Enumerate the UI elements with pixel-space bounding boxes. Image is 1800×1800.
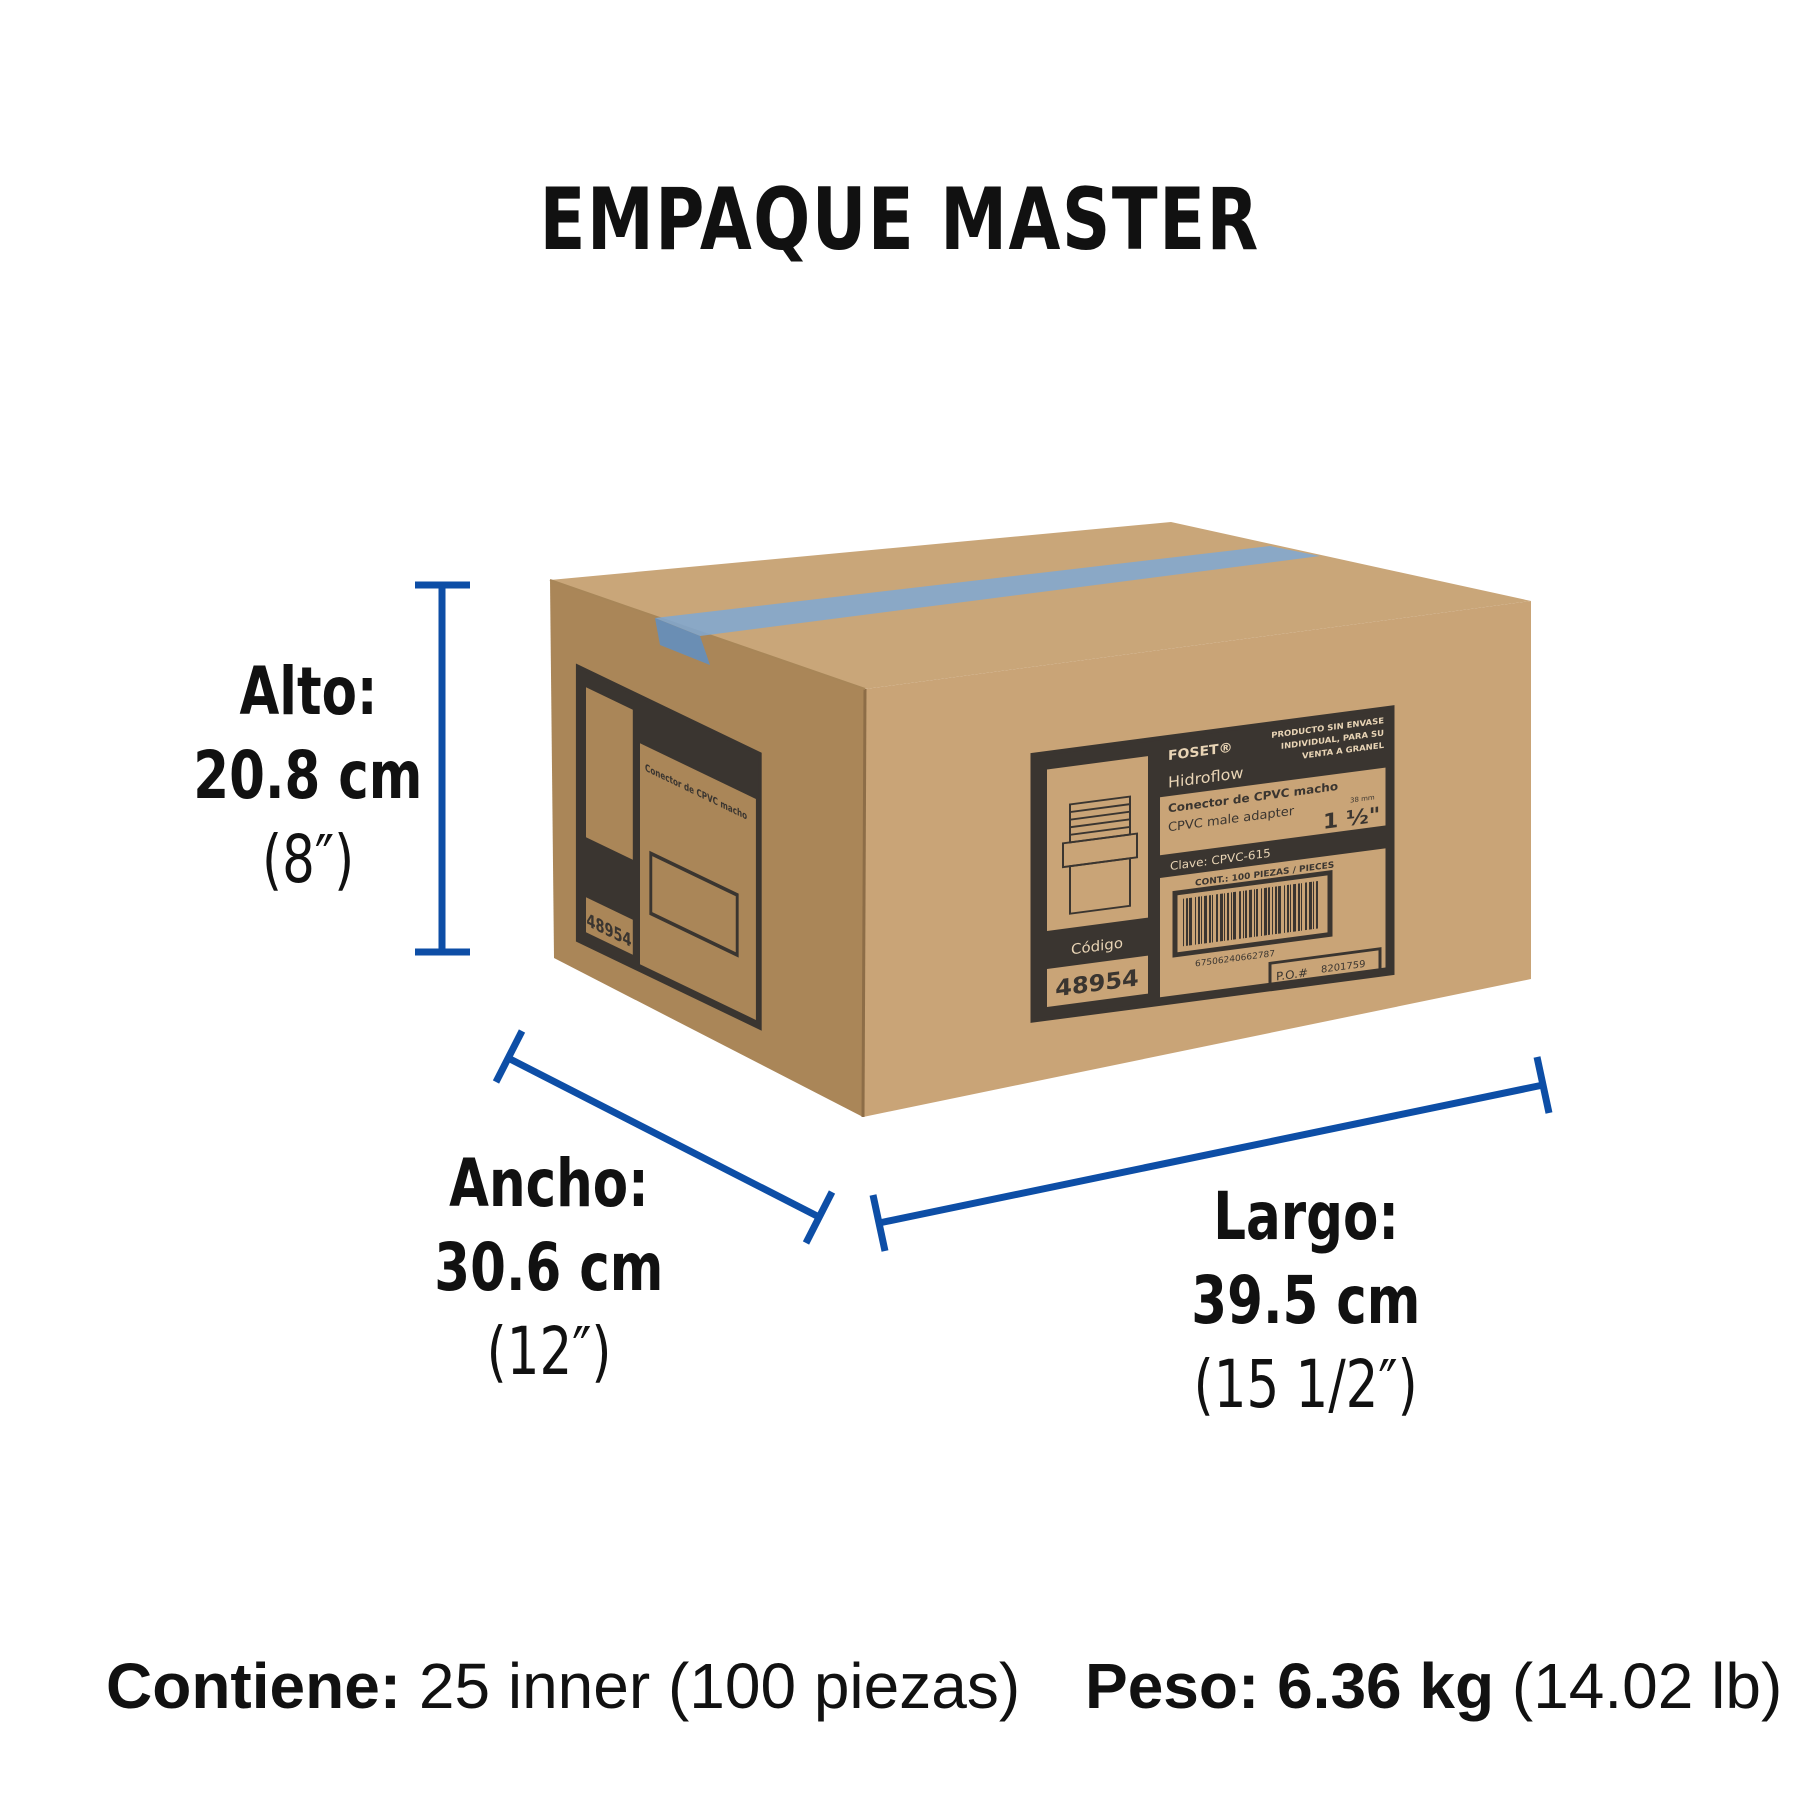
barcode-bar — [1212, 894, 1213, 943]
barcode-bar — [1278, 885, 1281, 934]
adapter-drawing — [1062, 795, 1138, 915]
dimension-lines — [415, 581, 1553, 1252]
barcode-bar — [1189, 897, 1192, 946]
barcode-bar — [1209, 895, 1211, 943]
largo-dimension: Largo: 39.5 cm (15 1/2″) — [1191, 1178, 1421, 1423]
svg-text:38 mm: 38 mm — [1350, 794, 1375, 805]
box-edge — [861, 688, 867, 1118]
barcode-bar — [1290, 884, 1291, 933]
barcode-bar — [1287, 884, 1289, 933]
barcode-bar — [1195, 897, 1196, 945]
barcode-bar — [1198, 896, 1200, 945]
barcode-bar — [1256, 888, 1258, 937]
barcode-bar — [1301, 883, 1302, 931]
ancho-dimension: Ancho: 30.6 cm (12″) — [434, 1145, 664, 1390]
barcode-bar — [1239, 891, 1241, 939]
svg-text:P.O.#: P.O.# — [1276, 966, 1308, 984]
barcode-bar — [1313, 881, 1314, 930]
barcode-bar — [1227, 892, 1229, 941]
barcode-bar — [1249, 889, 1252, 938]
barcode-bar — [1298, 883, 1300, 932]
barcode-bar — [1264, 887, 1267, 936]
svg-text:Código: Código — [1071, 935, 1123, 958]
alto-dimension-line — [415, 581, 470, 956]
barcode-bar — [1254, 889, 1255, 937]
largo-dimension-line — [869, 1056, 1553, 1252]
barcode-bar — [1201, 896, 1202, 944]
barcode-bar — [1233, 891, 1236, 940]
barcode-bar — [1231, 892, 1232, 940]
barcode-bar — [1204, 895, 1207, 944]
weight-info: Peso: 6.36 kg (14.02 lb) — [1085, 1650, 1783, 1722]
barcode-bar — [1293, 883, 1296, 932]
contents-info: Contiene: 25 inner (100 piezas) — [106, 1650, 1021, 1722]
barcode-bar — [1284, 885, 1285, 933]
barcode-bar — [1268, 887, 1270, 936]
barcode-bar — [1261, 888, 1262, 936]
barcode-bar — [1309, 881, 1312, 930]
box-top-face — [550, 522, 1531, 689]
barcode-bar — [1220, 893, 1223, 942]
barcode-bar — [1275, 886, 1277, 935]
barcode-bar — [1186, 898, 1188, 946]
barcode-bar — [1245, 890, 1247, 939]
barcode-bar — [1224, 893, 1225, 941]
barcode-bar — [1272, 886, 1273, 935]
barcode-bar — [1305, 882, 1307, 931]
packing-tape — [655, 546, 1320, 636]
packing-tape-side — [655, 618, 710, 665]
side-label: 48954 Conector de CPVC macho — [575, 663, 762, 1031]
barcode — [1183, 880, 1318, 947]
barcode-bar — [1216, 894, 1218, 942]
alto-dimension: Alto: 20.8 cm (8″) — [193, 653, 423, 898]
barcode-bar — [1183, 898, 1184, 947]
barcode-bar — [1316, 880, 1318, 929]
barcode-bar — [1243, 890, 1244, 939]
ancho-dimension-line — [492, 1029, 836, 1245]
page-title: EMPAQUE MASTER — [539, 170, 1261, 270]
